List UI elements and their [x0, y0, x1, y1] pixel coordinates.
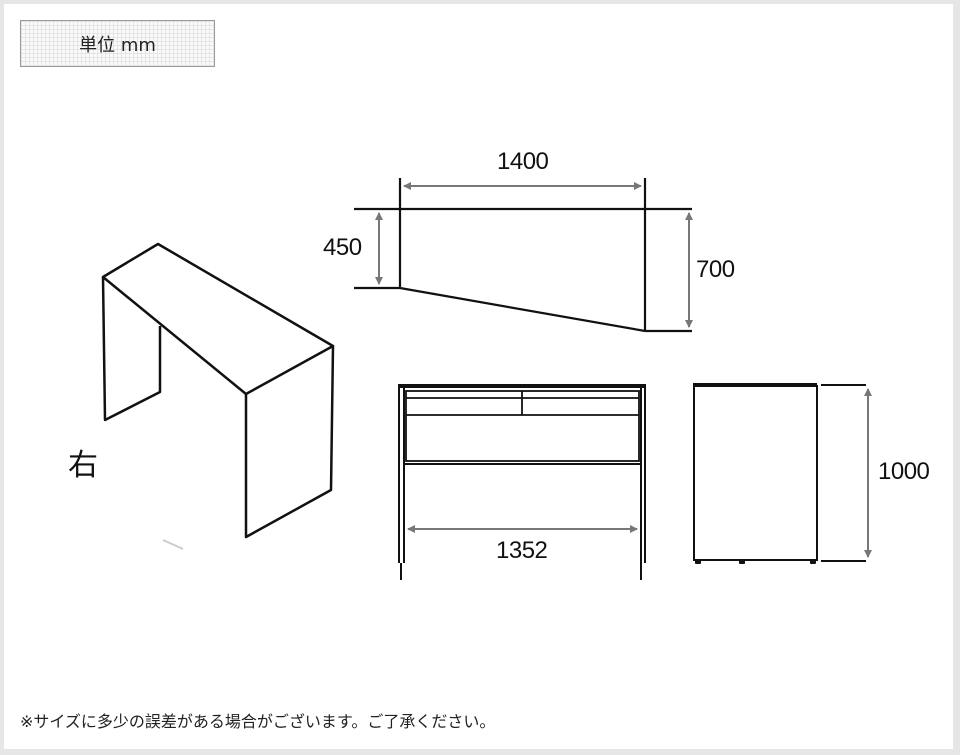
tolerance-note: ※サイズに多少の誤差がある場合がございます。ご了承ください。: [20, 712, 496, 731]
unit-label: 単位 mm: [79, 34, 156, 56]
side-view: [693, 383, 866, 562]
right-depth-label: 700: [696, 256, 735, 283]
height-label: 1000: [878, 458, 930, 485]
top-view: [354, 178, 692, 333]
top-dimension-lines: [375, 182, 693, 328]
drawing-frame: [4, 4, 953, 749]
side-view-feet: [695, 560, 816, 564]
isometric-view: [101, 242, 335, 539]
side-indicator-label: 右: [68, 448, 98, 483]
left-depth-label: 450: [323, 234, 362, 261]
front-view: [398, 384, 646, 580]
unit-label-box: 単位 mm: [20, 20, 215, 67]
inner-width-label: 1352: [496, 537, 548, 564]
top-width-label: 1400: [497, 148, 549, 175]
